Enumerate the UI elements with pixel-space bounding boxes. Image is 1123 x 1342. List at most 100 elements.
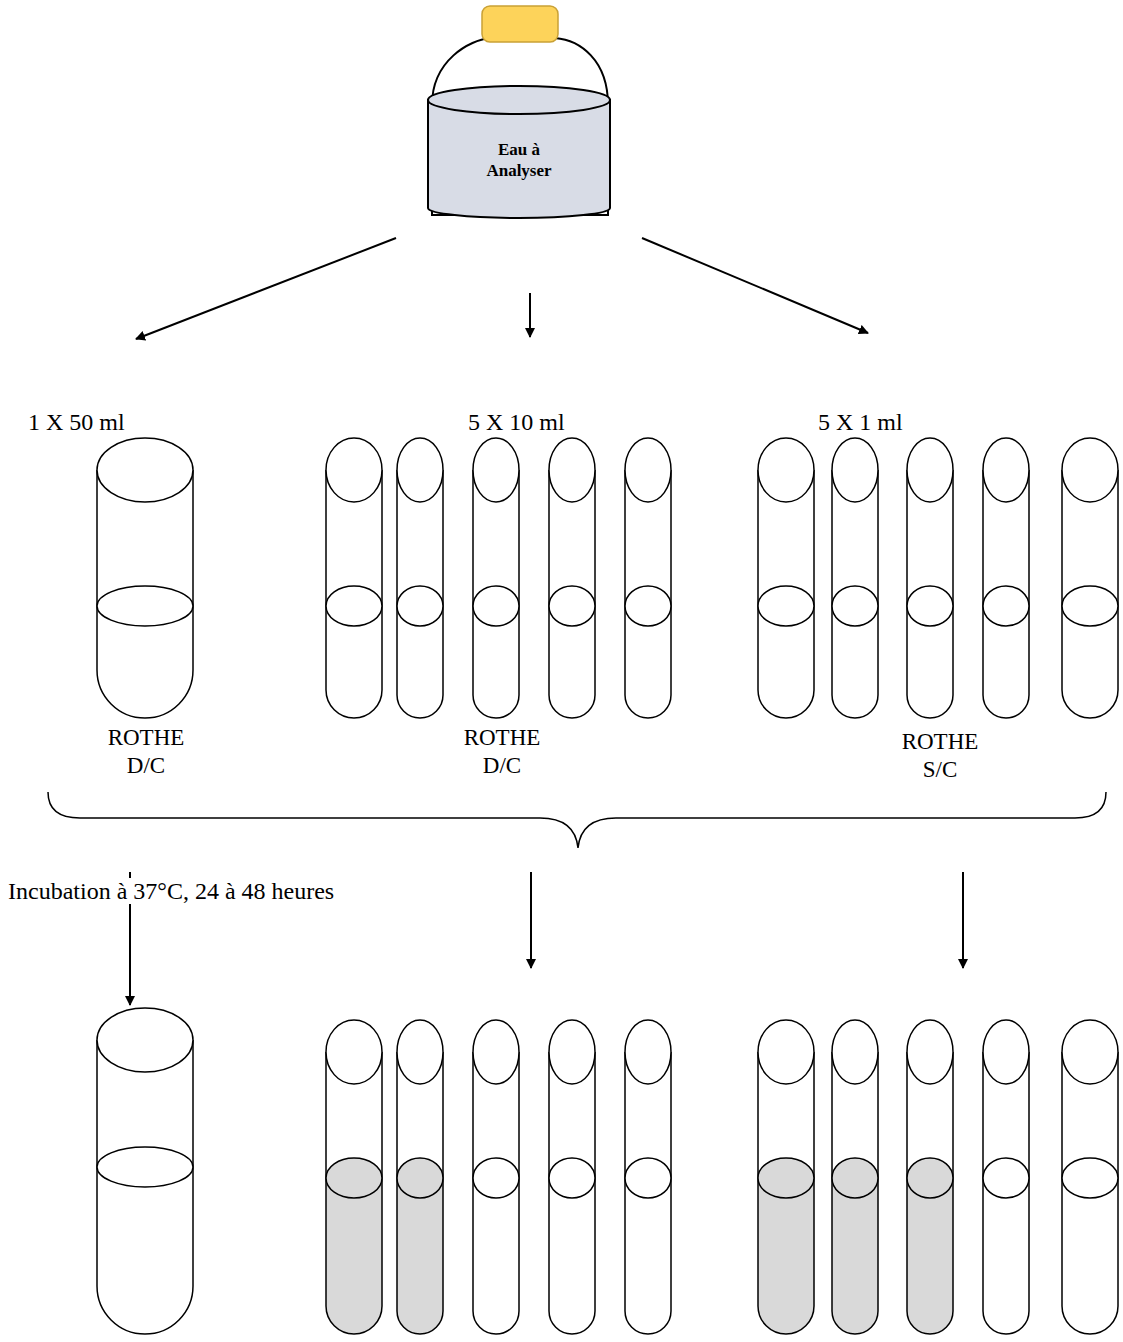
tube-outline bbox=[473, 1052, 519, 1334]
test-tube bbox=[983, 1020, 1029, 1334]
tube-liquid bbox=[832, 1178, 878, 1334]
tube-outline bbox=[832, 1052, 878, 1334]
tube-liquid bbox=[326, 1178, 382, 1334]
tube-outline bbox=[549, 470, 595, 718]
volume-label: 1 X 50 ml bbox=[28, 409, 125, 435]
tube-opening bbox=[907, 438, 953, 502]
test-tube bbox=[473, 1020, 519, 1334]
tube-opening bbox=[549, 438, 595, 502]
tube-opening bbox=[832, 438, 878, 502]
tube-body bbox=[97, 470, 193, 718]
tube-opening bbox=[758, 1020, 814, 1084]
liquid-level bbox=[397, 1158, 443, 1198]
liquid-level bbox=[97, 586, 193, 626]
tube-body bbox=[549, 470, 595, 718]
test-tube bbox=[326, 1020, 382, 1334]
tube-body bbox=[326, 470, 382, 718]
tube-body bbox=[1062, 470, 1118, 718]
liquid-level bbox=[473, 1158, 519, 1198]
liquid-level bbox=[832, 586, 878, 626]
distribution-arrows bbox=[136, 238, 868, 339]
tube-opening bbox=[97, 1008, 193, 1072]
tube-opening bbox=[473, 438, 519, 502]
tube-body bbox=[473, 1052, 519, 1334]
tube-opening bbox=[983, 438, 1029, 502]
liquid-level bbox=[473, 586, 519, 626]
incubation-note: Incubation à 37°C, 24 à 48 heures bbox=[6, 878, 336, 904]
test-tube bbox=[758, 1020, 814, 1334]
liquid-level bbox=[549, 1158, 595, 1198]
liquid-level bbox=[397, 586, 443, 626]
tube-outline bbox=[397, 470, 443, 718]
tube-body bbox=[326, 1052, 382, 1334]
tube-outline bbox=[758, 470, 814, 718]
liquid-level bbox=[326, 1158, 382, 1198]
liquid-level bbox=[832, 1158, 878, 1198]
tube-outline bbox=[1062, 1052, 1118, 1334]
volume-label: 5 X 1 ml bbox=[818, 409, 903, 435]
liquid-level bbox=[983, 586, 1029, 626]
liquid-level bbox=[758, 1158, 814, 1198]
tube-body bbox=[832, 1052, 878, 1334]
test-tube bbox=[473, 438, 519, 718]
tube-outline bbox=[983, 470, 1029, 718]
medium-label: ROTHE D/C bbox=[101, 724, 191, 779]
liquid-level bbox=[907, 1158, 953, 1198]
tube-outline bbox=[1062, 470, 1118, 718]
tube-body bbox=[97, 1040, 193, 1334]
test-tube bbox=[625, 1020, 671, 1334]
test-tube bbox=[326, 438, 382, 718]
test-tube bbox=[397, 438, 443, 718]
test-tube bbox=[549, 1020, 595, 1334]
test-tube bbox=[832, 1020, 878, 1334]
liquid-level bbox=[907, 586, 953, 626]
tube-opening bbox=[832, 1020, 878, 1084]
liquid-level bbox=[549, 586, 595, 626]
tube-body bbox=[907, 470, 953, 718]
tube-body bbox=[758, 470, 814, 718]
liquid-level bbox=[1062, 1158, 1118, 1198]
tube-opening bbox=[758, 438, 814, 502]
test-tube bbox=[1062, 438, 1118, 718]
test-tube bbox=[549, 438, 595, 718]
tube-opening bbox=[625, 1020, 671, 1084]
tube-outline bbox=[625, 1052, 671, 1334]
liquid-level bbox=[758, 586, 814, 626]
tube-body bbox=[832, 470, 878, 718]
tube-outline bbox=[326, 1052, 382, 1334]
sample-label: Eau à Analyser bbox=[469, 139, 569, 182]
medium-label: ROTHE S/C bbox=[895, 728, 985, 783]
test-tube bbox=[97, 1008, 193, 1334]
tube-opening bbox=[907, 1020, 953, 1084]
medium-label: ROTHE D/C bbox=[457, 724, 547, 779]
tube-body bbox=[907, 1052, 953, 1334]
tube-body bbox=[625, 470, 671, 718]
tube-body bbox=[625, 1052, 671, 1334]
tube-opening bbox=[97, 438, 193, 502]
liquid-level bbox=[97, 1147, 193, 1187]
tube-body bbox=[473, 470, 519, 718]
tube-opening bbox=[326, 1020, 382, 1084]
liquid-level bbox=[625, 1158, 671, 1198]
tube-opening bbox=[983, 1020, 1029, 1084]
tube-outline bbox=[326, 470, 382, 718]
test-tube bbox=[1062, 1020, 1118, 1334]
test-tube bbox=[758, 438, 814, 718]
tube-body bbox=[1062, 1052, 1118, 1334]
tube-opening bbox=[625, 438, 671, 502]
tube-body bbox=[549, 1052, 595, 1334]
tube-outline bbox=[625, 470, 671, 718]
volume-label: 5 X 10 ml bbox=[468, 409, 565, 435]
tube-body bbox=[397, 1052, 443, 1334]
liquid-level bbox=[326, 586, 382, 626]
test-tube bbox=[625, 438, 671, 718]
test-tube bbox=[907, 438, 953, 718]
tube-opening bbox=[326, 438, 382, 502]
tube-outline bbox=[758, 1052, 814, 1334]
tube-opening bbox=[549, 1020, 595, 1084]
tube-opening bbox=[397, 1020, 443, 1084]
tube-outline bbox=[832, 470, 878, 718]
tube-outline bbox=[97, 1040, 193, 1334]
tube-liquid bbox=[907, 1178, 953, 1334]
